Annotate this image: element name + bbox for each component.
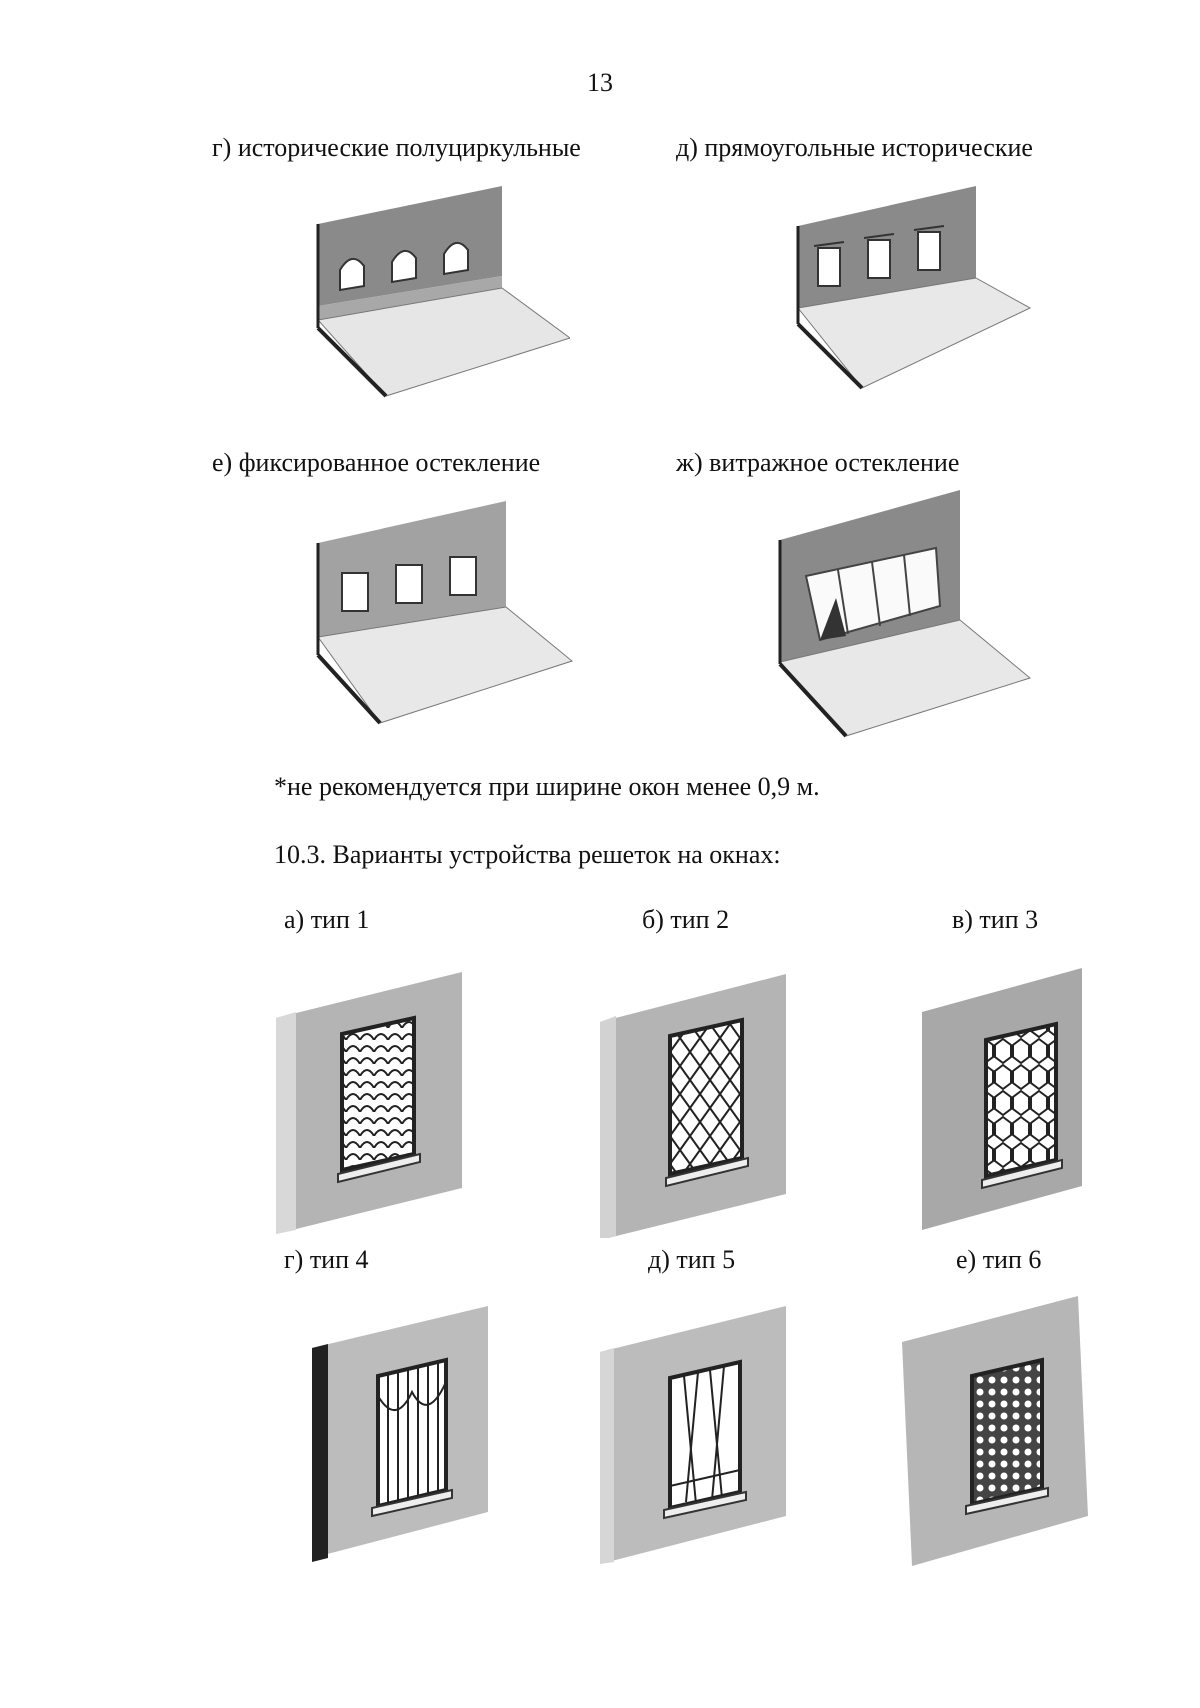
footnote: *не рекомендуется при ширине окон менее …	[274, 772, 820, 801]
caption-rectangular-historic: д) прямоугольные исторические	[676, 133, 1033, 162]
figure-grille-type-2	[600, 974, 786, 1238]
caption-grille-type-5: д) тип 5	[648, 1245, 736, 1274]
figure-historic-semicircular	[316, 186, 570, 398]
caption-grille-type-1: а) тип 1	[284, 905, 370, 934]
section-heading: 10.3. Варианты устройства решеток на окн…	[274, 840, 781, 869]
caption-grille-type-2: б) тип 2	[642, 905, 730, 934]
figure-grille-type-5	[600, 1306, 786, 1564]
figure-stained-glazing	[778, 490, 1032, 738]
figure-fixed-glazing	[316, 501, 574, 725]
caption-stained-glazing: ж) витражное остекление	[676, 448, 960, 477]
caption-fixed-glazing: е) фиксированное остекление	[212, 448, 541, 477]
caption-grille-type-3: в) тип 3	[952, 905, 1039, 934]
page-number: 13	[587, 68, 613, 97]
figure-grille-type-1	[276, 972, 462, 1234]
caption-historic-semicircular: г) исторические полуциркульные	[212, 133, 581, 162]
figure-grille-type-6	[902, 1296, 1088, 1566]
caption-grille-type-6: е) тип 6	[956, 1245, 1042, 1274]
figure-rectangular-historic	[796, 186, 1032, 390]
figure-grille-type-4	[312, 1306, 488, 1562]
figure-grille-type-3	[922, 968, 1082, 1230]
caption-grille-type-4: г) тип 4	[284, 1245, 369, 1274]
